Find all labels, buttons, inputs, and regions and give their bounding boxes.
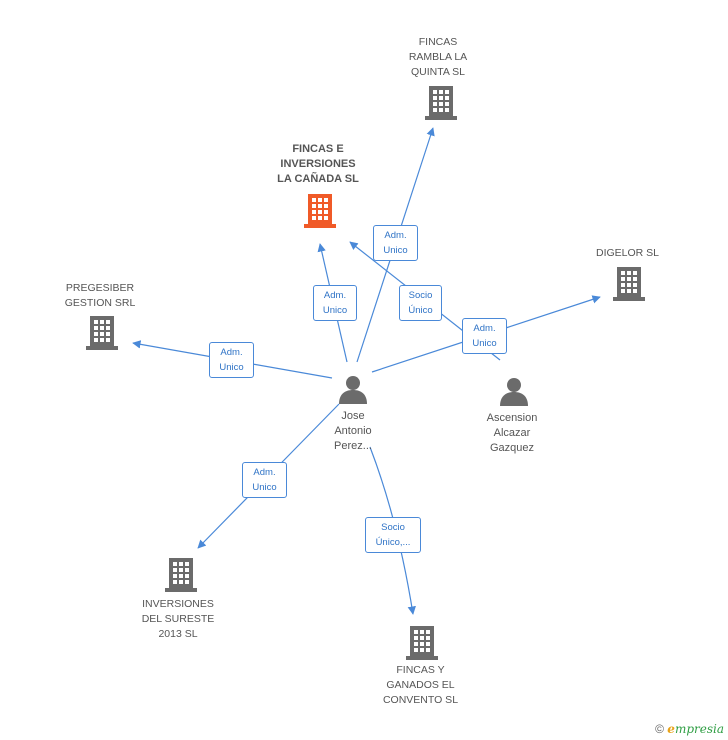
building-icon[interactable] <box>406 626 438 660</box>
node-label-pregesiber[interactable]: PREGESIBER GESTION SRL <box>64 282 136 309</box>
edge-label-ascension-canada: Socio Único <box>399 285 442 321</box>
copyright-icon: © <box>655 722 664 736</box>
building-icon[interactable] <box>613 267 645 301</box>
edge-label-jose-pregesiber: Adm. Unico <box>209 342 254 378</box>
node-label-inversiones-sureste[interactable]: INVERSIONES DEL SURESTE 2013 SL <box>141 598 215 640</box>
edge-label-jose-ganados: Socio Único,... <box>365 517 421 553</box>
brand-logo: empresia <box>667 722 724 736</box>
edge-label-jose-rambla: Adm. Unico <box>373 225 418 261</box>
building-icon[interactable] <box>425 86 457 120</box>
building-icon[interactable] <box>165 558 197 592</box>
building-icon[interactable] <box>86 316 118 350</box>
edge-label-jose-sureste: Adm. Unico <box>242 462 287 498</box>
person-label-ascension[interactable]: Ascension Alcazar Gazquez <box>486 412 538 454</box>
node-label-fincas-ganados[interactable]: FINCAS Y GANADOS EL CONVENTO SL <box>382 664 459 706</box>
footer-brand: © empresia <box>655 722 724 736</box>
person-icon[interactable] <box>500 378 528 406</box>
person-icon[interactable] <box>339 376 367 404</box>
building-highlight-icon[interactable] <box>304 194 336 228</box>
edge-label-jose-canada: Adm. Unico <box>313 285 357 321</box>
person-label-jose[interactable]: Jose Antonio Perez... <box>334 410 372 452</box>
edge-label-jose-digelor: Adm. Unico <box>462 318 507 354</box>
node-label-digelor[interactable]: DIGELOR SL <box>595 247 660 259</box>
node-label-fincas-rambla[interactable]: FINCAS RAMBLA LA QUINTA SL <box>408 36 468 78</box>
node-label-fincas-canada[interactable]: FINCAS E INVERSIONES LA CAÑADA SL <box>277 143 359 185</box>
